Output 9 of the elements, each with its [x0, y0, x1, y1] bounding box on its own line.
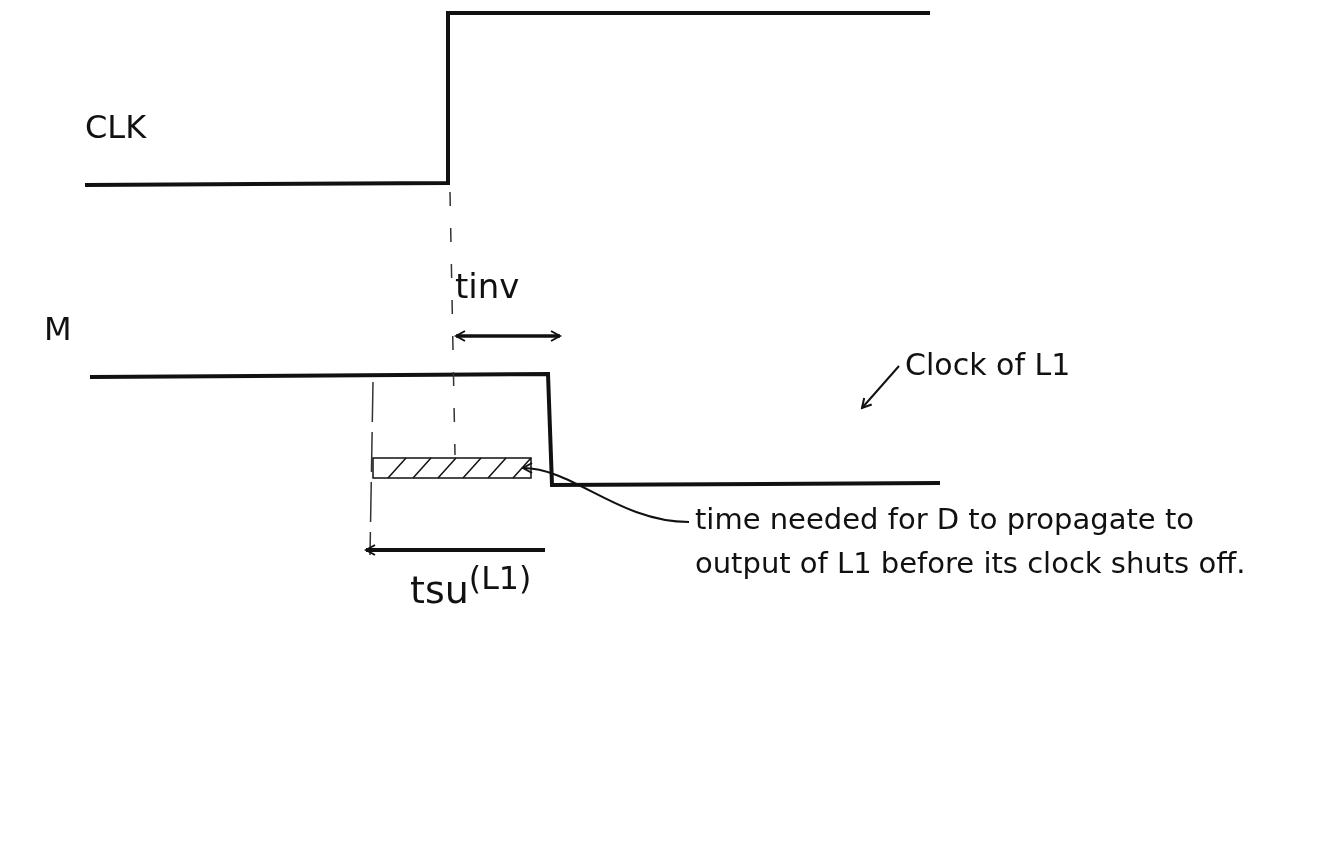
annotation-text: time needed for D to propagate to output of L1 before its clock shuts off.	[695, 498, 1255, 585]
hatched-bar	[372, 457, 532, 479]
signal-name: CLK	[85, 108, 147, 146]
leader-line	[522, 462, 690, 523]
signal-name: M	[44, 310, 72, 348]
timing-label: tinv	[455, 266, 520, 306]
annotation-text: Clock of L1	[905, 342, 1165, 387]
arrow	[861, 365, 900, 409]
timing-label: tsu$^{(L1)}$	[410, 560, 532, 612]
